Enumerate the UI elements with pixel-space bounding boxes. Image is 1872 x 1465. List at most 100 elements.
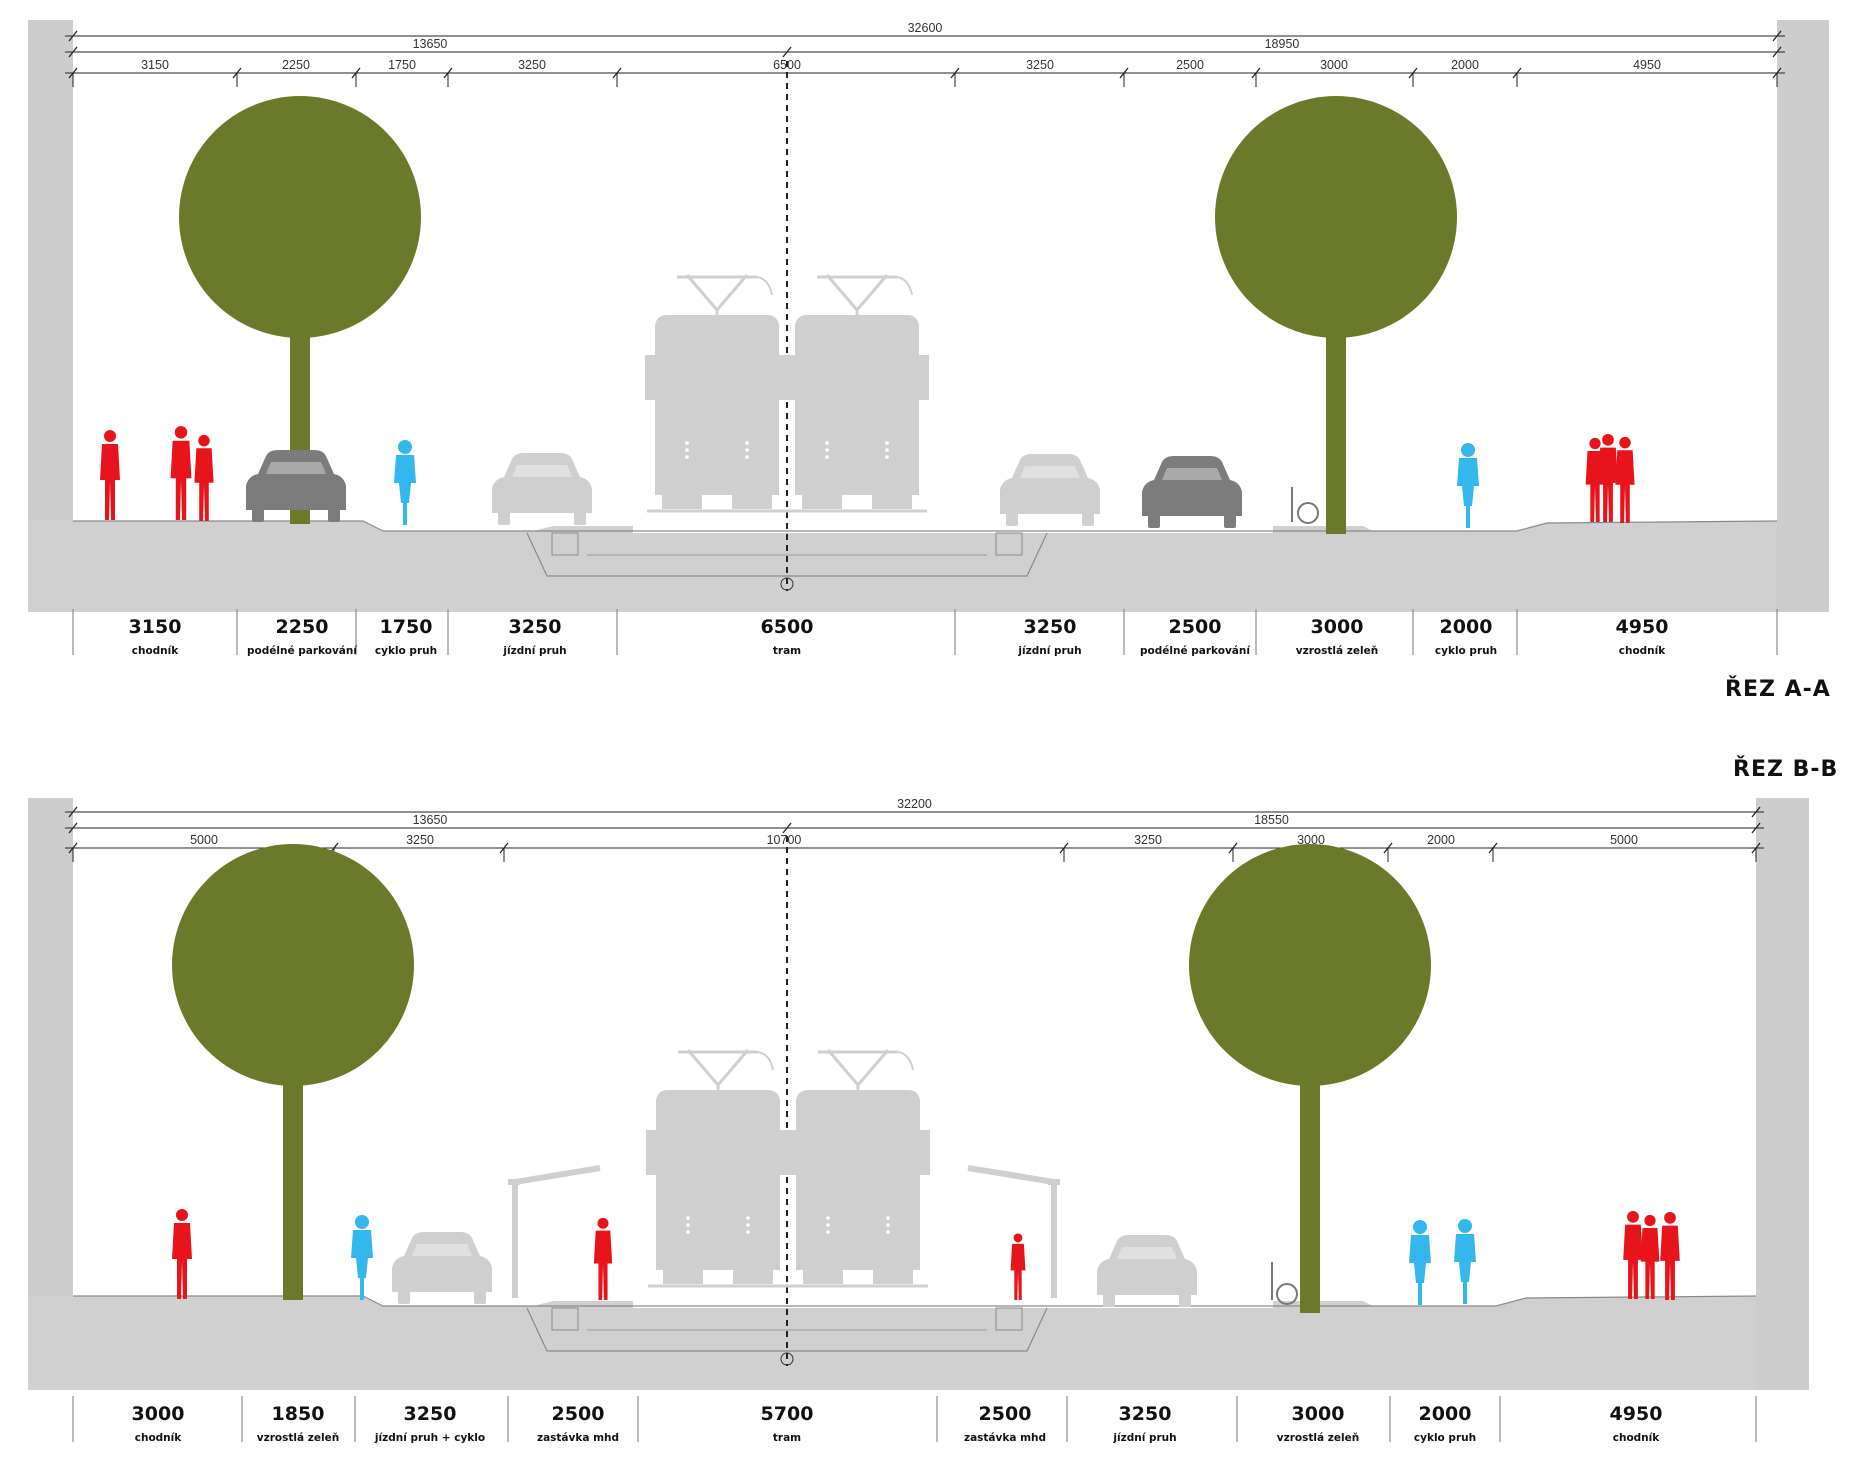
segment-name: cyklo pruh — [375, 645, 437, 657]
segment-width: 3250 — [1119, 1403, 1172, 1425]
bus-shelter-left — [508, 1165, 601, 1298]
pedestrian-figure — [1640, 1214, 1660, 1299]
dimension-tick — [68, 30, 78, 42]
dimension-segment: 5000 — [190, 833, 218, 847]
segment-name: vzrostlá zeleň — [257, 1432, 339, 1444]
pedestrian-figure — [194, 434, 214, 521]
building-wall-left — [28, 20, 73, 612]
tree-figure — [1189, 844, 1431, 1313]
cyclist-figure — [394, 440, 416, 525]
pedestrian-figure — [1615, 436, 1635, 523]
segment-name: jízdní pruh + cyklo — [374, 1432, 485, 1444]
pedestrian-figure — [1660, 1211, 1680, 1300]
drainage-box — [995, 532, 1023, 556]
segment-width: 3000 — [132, 1403, 185, 1425]
car-figure — [492, 453, 592, 525]
tree-figure — [1215, 96, 1457, 534]
dimension-segment: 2000 — [1427, 833, 1455, 847]
cyclist-figure — [1409, 1220, 1431, 1305]
tram-figure — [786, 1049, 930, 1288]
segment-name: podélné parkování — [247, 645, 358, 657]
segment-width: 3150 — [129, 616, 182, 638]
segment-name: chodník — [1613, 1432, 1661, 1444]
pedestrian-figure — [172, 1209, 192, 1299]
dimension-segment: 2500 — [1176, 58, 1204, 72]
dimension-segment: 3000 — [1297, 833, 1325, 847]
dimension-subtotal: 18550 — [1254, 813, 1289, 827]
bike-stand-icon — [1276, 1283, 1298, 1305]
dimension-segment: 3250 — [406, 833, 434, 847]
tree-figure — [172, 844, 414, 1300]
dimension-subtotal: 18950 — [1265, 37, 1300, 51]
segment-name: jízdní pruh — [1112, 1432, 1176, 1444]
dimension-tick — [1751, 806, 1761, 818]
segment-name: chodník — [1619, 645, 1667, 657]
building-wall-right — [1777, 20, 1829, 612]
segment-name: podélné parkování — [1140, 645, 1251, 657]
segment-name: tram — [773, 1432, 801, 1444]
dimension-tick — [68, 822, 78, 834]
pedestrian-figure — [1598, 433, 1618, 522]
section-a-title: ŘEZ A-A — [1725, 677, 1831, 702]
segment-name: jízdní pruh — [502, 645, 566, 657]
pedestrian-figure — [100, 430, 120, 520]
street-surface — [73, 1295, 1757, 1307]
dimension-segment: 4950 — [1633, 58, 1661, 72]
segment-name: cyklo pruh — [1414, 1432, 1476, 1444]
segment-name: vzrostlá zeleň — [1277, 1432, 1359, 1444]
drainage-box — [551, 1307, 579, 1331]
segment-width: 3250 — [404, 1403, 457, 1425]
dimension-segment: 3250 — [1026, 58, 1054, 72]
pedestrian-figure — [170, 426, 192, 520]
car-figure — [1097, 1235, 1197, 1307]
segment-width: 2250 — [276, 616, 329, 638]
segment-name: chodník — [132, 645, 180, 657]
segment-width: 3250 — [1024, 616, 1077, 638]
dimension-tick — [1751, 822, 1761, 834]
segment-width: 4950 — [1610, 1403, 1663, 1425]
segment-name: zastávka mhd — [964, 1432, 1046, 1444]
street-surface — [73, 520, 1778, 532]
bus-shelter-right — [967, 1165, 1060, 1298]
dimension-segment: 5000 — [1610, 833, 1638, 847]
dimension-segment: 10700 — [767, 833, 802, 847]
tram-figure — [785, 274, 929, 513]
segment-width: 3000 — [1311, 616, 1364, 638]
car-figure — [392, 1232, 492, 1304]
dimension-tick — [782, 822, 792, 834]
dimension-segment: 3250 — [1134, 833, 1162, 847]
cyclist-figure — [1457, 443, 1479, 528]
segment-width: 1750 — [380, 616, 433, 638]
segment-width: 2000 — [1440, 616, 1493, 638]
dimension-tick — [1772, 30, 1782, 42]
building-wall-right — [1756, 798, 1809, 1390]
building-wall-left — [28, 798, 73, 1390]
pedestrian-figure — [593, 1217, 613, 1300]
segment-name: vzrostlá zeleň — [1296, 645, 1378, 657]
pedestrian-figure — [1623, 1210, 1643, 1299]
segment-name: jízdní pruh — [1017, 645, 1081, 657]
drainage-box — [551, 532, 579, 556]
dimension-subtotal: 13650 — [413, 37, 448, 51]
segment-width: 3000 — [1292, 1403, 1345, 1425]
car-figure — [1142, 456, 1242, 528]
dimension-subtotal: 13650 — [413, 813, 448, 827]
dimension-segment: 2000 — [1451, 58, 1479, 72]
cyclist-figure — [1454, 1219, 1476, 1304]
segment-name: tram — [773, 645, 801, 657]
car-figure — [1000, 454, 1100, 526]
dimension-tick — [68, 46, 78, 58]
dimension-total: 32600 — [908, 21, 943, 35]
segment-width: 3250 — [509, 616, 562, 638]
segment-width: 2500 — [552, 1403, 605, 1425]
dimension-segment: 3250 — [518, 58, 546, 72]
section-b-title: ŘEZ B-B — [1733, 757, 1839, 782]
segment-width: 2500 — [979, 1403, 1032, 1425]
dimension-segment: 3000 — [1320, 58, 1348, 72]
drainage-box — [995, 1307, 1023, 1331]
car-figure — [246, 450, 346, 522]
tram-figure — [646, 1049, 790, 1288]
tram-figure — [645, 274, 789, 513]
pedestrian-figure — [1010, 1233, 1026, 1300]
